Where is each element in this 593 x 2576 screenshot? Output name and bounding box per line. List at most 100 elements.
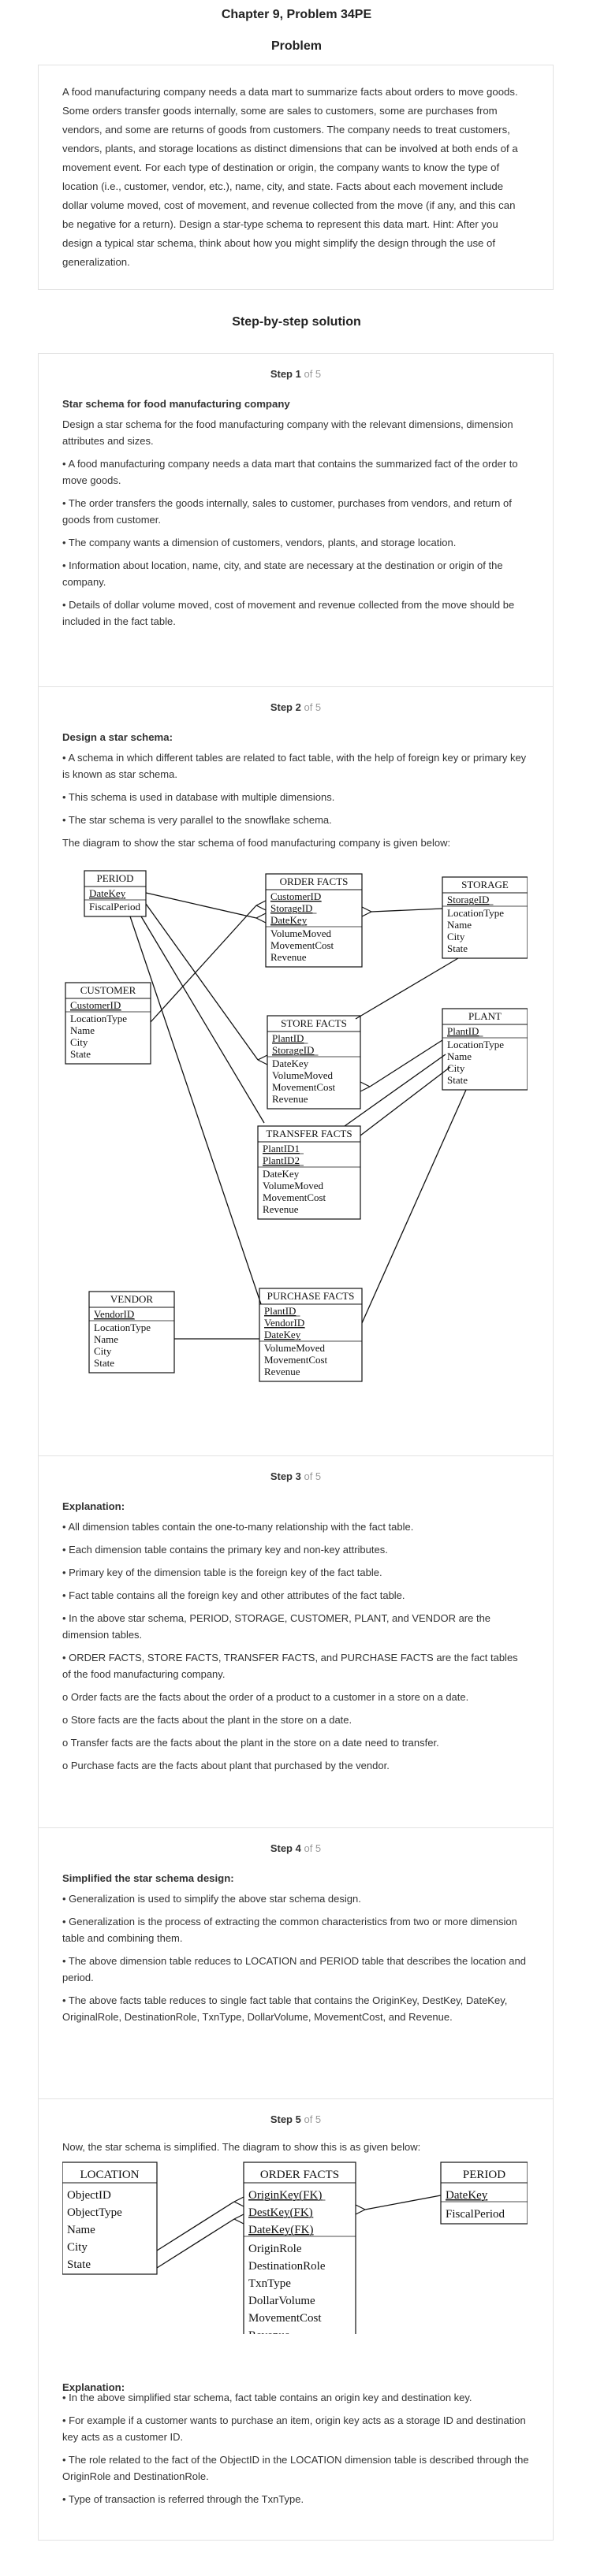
paragraph: • Type of transaction is referred throug…: [62, 2493, 304, 2505]
table-box: [88, 1291, 175, 1373]
step-subtitle: Design a star schema:: [62, 731, 173, 743]
attribute-field: State: [447, 942, 468, 954]
paragraph: • The star schema is very parallel to th…: [62, 814, 332, 826]
attribute-field: ObjectID: [67, 2189, 111, 2202]
paragraph: • The role related to the fact of the Ob…: [62, 2454, 529, 2482]
crows-foot: [257, 1059, 268, 1065]
crows-foot: [361, 906, 372, 913]
key-field: StorageID: [270, 902, 312, 914]
step-subtitle: Simplified the star schema design:: [62, 1872, 234, 1884]
key-field: VendorID: [94, 1308, 134, 1320]
step-5: Step 5 of 5 Now, the star schema is simp…: [38, 2099, 554, 2541]
attribute-field: DateKey: [263, 1168, 300, 1180]
attribute-field: State: [70, 1048, 91, 1060]
attribute-field: LocationType: [94, 1321, 151, 1333]
relationship-line: [145, 892, 257, 919]
attribute-field: TxnType: [248, 2277, 291, 2290]
key-field: PlantID1: [263, 1143, 300, 1154]
attribute-field: City: [70, 1036, 88, 1048]
attribute-field: DateKey: [272, 1058, 309, 1069]
step-3: Step 3 of 5 Explanation: • All dimension…: [38, 1456, 554, 1828]
table-box: [243, 2162, 356, 2334]
paragraph: • The above dimension table reduces to L…: [62, 1955, 526, 1983]
attribute-field: LocationType: [447, 907, 504, 919]
paragraph: • Fact table contains all the foreign ke…: [62, 1589, 405, 1601]
paragraph: • Details of dollar volume moved, cost o…: [62, 599, 515, 627]
crows-foot: [233, 2201, 244, 2207]
table-box: [442, 876, 528, 959]
paragraph: • The above facts table reduces to singl…: [62, 1994, 508, 2023]
attribute-field: Name: [67, 2224, 95, 2236]
paragraph: Now, the star schema is simplified. The …: [62, 2141, 421, 2153]
attribute-field: MovementCost: [248, 2312, 322, 2325]
table-title: VENDOR: [110, 1293, 153, 1305]
attribute-field: Name: [70, 1024, 95, 1036]
attribute-field: Name: [447, 1050, 472, 1062]
crows-foot: [255, 900, 267, 906]
attribute-field: Revenue: [263, 1203, 299, 1215]
simplified-star-schema-diagram: LOCATIONObjectIDObjectTypeNameCityStateO…: [62, 2162, 528, 2334]
relationship-line: [360, 1066, 451, 1136]
table-title: LOCATION: [80, 2169, 140, 2181]
paragraph: • This schema is used in database with m…: [62, 791, 335, 803]
paragraph: • Information about location, name, city…: [62, 559, 503, 588]
attribute-field: VolumeMoved: [272, 1069, 334, 1081]
attribute-field: Name: [447, 919, 472, 931]
relationship-line: [361, 1089, 467, 1324]
attribute-field: MovementCost: [272, 1081, 336, 1093]
paragraph: • Each dimension table contains the prim…: [62, 1544, 388, 1556]
paragraph: o Store facts are the facts about the pl…: [62, 1714, 352, 1726]
relationship-line: [156, 2218, 235, 2269]
crows-foot: [233, 2218, 244, 2225]
attribute-field: MovementCost: [263, 1191, 326, 1203]
relationship-line: [355, 957, 459, 1020]
key-field: CustomerID: [270, 890, 321, 902]
relationship-line: [156, 2201, 235, 2251]
key-field: DateKey(FK): [248, 2224, 313, 2236]
relationship-line: [140, 916, 265, 1124]
attribute-field: VolumeMoved: [270, 927, 332, 939]
key-field: VendorID: [264, 1317, 304, 1329]
attribute-field: Revenue: [248, 2329, 290, 2334]
attribute-field: Revenue: [270, 951, 307, 963]
step-subtitle: Explanation:: [62, 1500, 125, 1512]
table-box: [440, 2162, 528, 2225]
table-box: [65, 982, 151, 1065]
key-field: PlantID2: [263, 1154, 300, 1166]
attribute-field: State: [447, 1074, 468, 1086]
paragraph: • A schema in which different tables are…: [62, 752, 527, 780]
chapter-title: Chapter 9, Problem 34PE: [221, 8, 372, 21]
crows-foot: [233, 2214, 244, 2220]
problem-text: A food manufacturing company needs a dat…: [62, 86, 518, 268]
paragraph: o Order facts are the facts about the or…: [62, 1691, 469, 1703]
crows-foot: [360, 1081, 371, 1087]
key-field: StorageID: [447, 894, 489, 905]
paragraph: • A food manufacturing company needs a d…: [62, 458, 518, 486]
key-field: DateKey: [446, 2189, 488, 2202]
attribute-field: Revenue: [272, 1093, 308, 1105]
paragraph: • Primary key of the dimension table is …: [62, 1567, 382, 1578]
step-header: Step 4 of 5: [270, 1842, 322, 1854]
key-field: DestKey(FK): [248, 2206, 313, 2219]
attribute-field: LocationType: [70, 1013, 127, 1024]
attribute-field: City: [94, 1345, 112, 1357]
paragraph: • The company wants a dimension of custo…: [62, 537, 457, 548]
step-2: Step 2 of 5 Design a star schema: • A sc…: [38, 687, 554, 1456]
attribute-field: State: [67, 2258, 91, 2271]
paragraph: • The order transfers the goods internal…: [62, 497, 512, 526]
attribute-field: DollarVolume: [248, 2295, 315, 2307]
relationship-line: [344, 1054, 446, 1127]
step-header: Step 1 of 5: [270, 368, 322, 380]
attribute-field: VolumeMoved: [263, 1180, 324, 1191]
key-field: DateKey: [264, 1329, 301, 1340]
attribute-field: FiscalPeriod: [446, 2208, 505, 2221]
attribute-field: LocationType: [447, 1039, 504, 1050]
solution-heading: Step-by-step solution: [232, 315, 361, 329]
relationship-line: [129, 916, 262, 1305]
key-field: DateKey: [89, 887, 126, 899]
paragraph: • For example if a customer wants to pur…: [62, 2414, 526, 2443]
attribute-field: Revenue: [264, 1366, 300, 1377]
step-header: Step 5 of 5: [270, 2113, 322, 2125]
problem-heading: Problem: [270, 39, 322, 53]
